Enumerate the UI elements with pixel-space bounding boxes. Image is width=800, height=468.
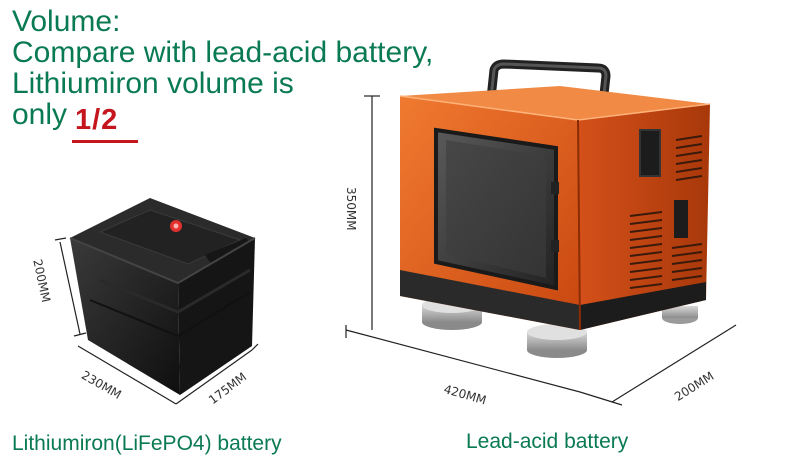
lithium-battery-caption: Lithiumiron(LiFePO4) battery	[12, 432, 282, 455]
headline: Volume: Compare with lead-acid battery, …	[12, 6, 433, 130]
headline-line-3: Lithiumiron volume is	[12, 67, 294, 100]
lithium-battery-illustration	[54, 198, 259, 405]
lithium-battery-left-face	[70, 238, 180, 395]
lead-acid-battery-caption: Lead-acid battery	[466, 430, 629, 453]
side-panel-details	[629, 129, 703, 289]
lead-acid-battery-illustration	[345, 59, 737, 406]
volume-ratio: 1/2	[75, 104, 119, 136]
headline-line-2: Compare with lead-acid battery,	[12, 36, 434, 69]
headline-line-4: only	[12, 98, 68, 131]
carry-handle	[485, 59, 611, 113]
headline-line-1: Volume:	[12, 5, 121, 38]
ratio-underline	[72, 140, 138, 143]
lead-acid-height-label: 350MM	[344, 187, 358, 231]
lead-acid-side-face	[578, 104, 710, 330]
